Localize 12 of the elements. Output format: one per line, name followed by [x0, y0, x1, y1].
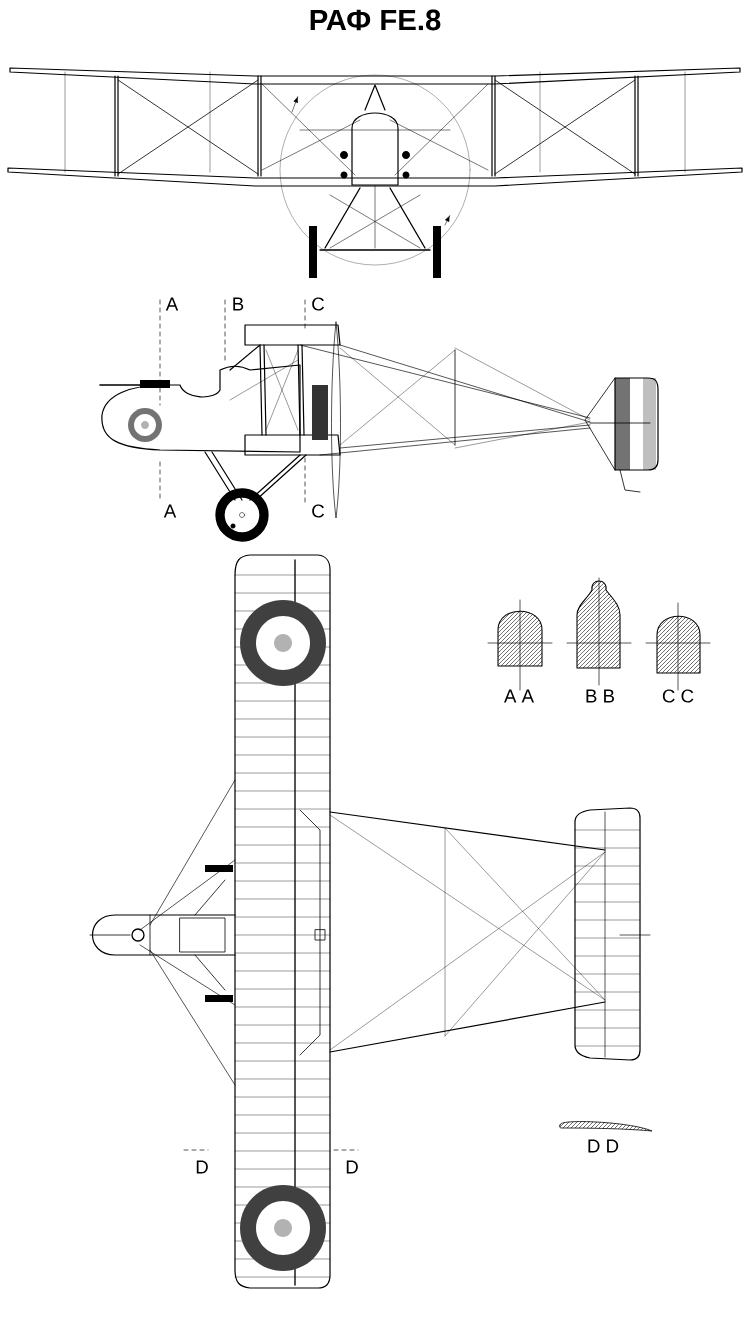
section-label: A — [165, 297, 179, 311]
section-label: C — [312, 504, 325, 518]
section-label: C C — [662, 689, 694, 703]
section-label: B B — [586, 689, 615, 703]
section-label: D — [196, 1160, 208, 1174]
section-label: A A — [504, 689, 534, 703]
section-label: D — [346, 1160, 358, 1174]
section-label: D D — [588, 1139, 619, 1153]
title: РАФ FE.8 — [310, 9, 441, 31]
section-label: A — [163, 504, 177, 518]
section-label: B — [233, 297, 244, 311]
section-label: C — [312, 297, 325, 311]
